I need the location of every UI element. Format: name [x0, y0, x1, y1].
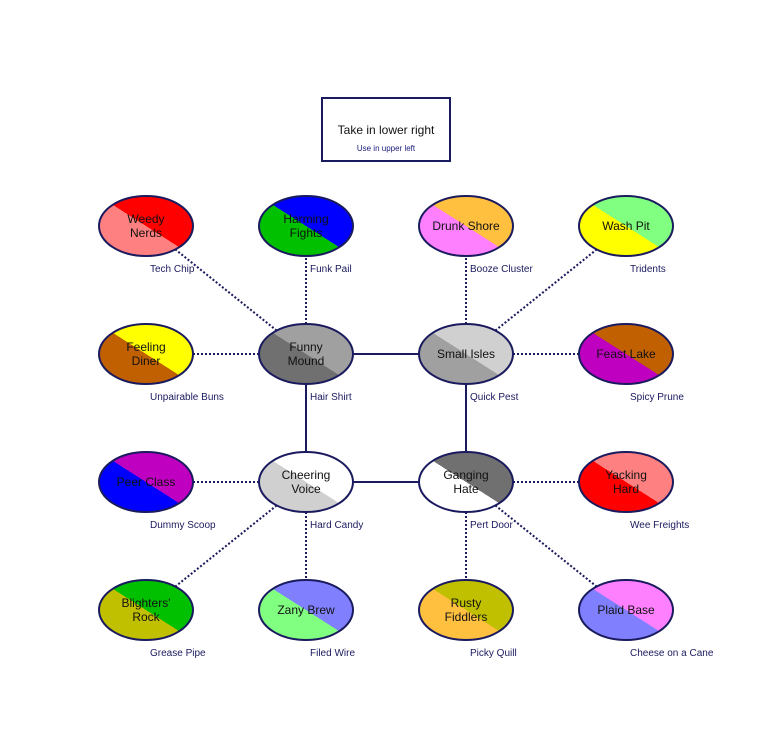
node-label: Small Isles: [437, 347, 495, 361]
node-label: Hard: [613, 482, 639, 496]
edge-small-isles-to-wash-pit: [494, 248, 598, 332]
node-shape: [98, 451, 194, 513]
node-label: Ganging: [443, 468, 488, 482]
edge-cheering-voice-to-blighters-rock: [174, 504, 278, 588]
node-label: Nerds: [130, 226, 162, 240]
node-label: Plaid Base: [597, 603, 655, 617]
node-sublabel: Tech Chip: [150, 264, 195, 275]
node-sublabel: Quick Pest: [470, 392, 519, 403]
legend-title: Take in lower right: [338, 123, 435, 137]
node-label: Hate: [453, 482, 479, 496]
node-label: Rusty: [451, 596, 482, 610]
node-sublabel: Dummy Scoop: [150, 520, 216, 531]
node-sublabel: Pert Door: [470, 520, 513, 531]
node-sublabel: Cheese on a Cane: [630, 648, 714, 659]
edge-ganging-hate-to-plaid-base: [494, 504, 598, 588]
node-sublabel: Booze Cluster: [470, 264, 533, 275]
edges-layer: [174, 248, 598, 588]
node-label: Funny: [289, 340, 322, 354]
node-shape: [418, 579, 514, 641]
node-label: Rock: [132, 610, 160, 624]
node-shape: [578, 323, 674, 385]
node-label: Mound: [288, 354, 325, 368]
node-shape: [98, 579, 194, 641]
node-sublabel: Unpairable Buns: [150, 392, 224, 403]
node-sublabel: Spicy Prune: [630, 392, 684, 403]
node-label: Wash Pit: [602, 219, 650, 233]
node-sublabel: Hard Candy: [310, 520, 363, 531]
node-shape: [418, 195, 514, 257]
node-label: Yacking: [605, 468, 647, 482]
node-label: Peer Class: [117, 475, 176, 489]
node-shape: [418, 451, 514, 513]
node-label: Diner: [132, 354, 161, 368]
node-label: Weedy: [127, 212, 164, 226]
node-label: Feast Lake: [596, 347, 656, 361]
node-label: Cheering: [282, 468, 331, 482]
node-shape: [98, 323, 194, 385]
node-label: Drunk Shore: [432, 219, 500, 233]
node-sublabel: Tridents: [630, 264, 666, 275]
node-label: Feeling: [126, 340, 165, 354]
node-shape: [258, 451, 354, 513]
node-sublabel: Funk Pail: [310, 264, 352, 275]
node-shape: [258, 195, 354, 257]
node-sublabel: Filed Wire: [310, 648, 355, 659]
node-label: Fights: [290, 226, 323, 240]
node-shape: [258, 323, 354, 385]
node-label: Fiddlers: [445, 610, 488, 624]
node-label: Voice: [291, 482, 321, 496]
node-sublabel: Wee Freights: [630, 520, 689, 531]
node-sublabel: Hair Shirt: [310, 392, 352, 403]
legend-subtitle: Use in upper left: [357, 144, 416, 153]
legend-frame: [321, 97, 451, 162]
legend-box: Take in lower right Use in upper left: [321, 97, 451, 162]
node-shape: [578, 451, 674, 513]
node-sublabel: Picky Quill: [470, 648, 517, 659]
node-sublabel: Grease Pipe: [150, 648, 206, 659]
node-shape: [578, 579, 674, 641]
node-shape: [418, 323, 514, 385]
node-shape: [98, 195, 194, 257]
node-shape: [578, 195, 674, 257]
node-label: Zany Brew: [277, 603, 335, 617]
node-label: Harming: [283, 212, 328, 226]
node-label: Blighters': [122, 596, 171, 610]
edge-funny-mound-to-weedy-nerds: [174, 248, 278, 332]
node-shape: [258, 579, 354, 641]
